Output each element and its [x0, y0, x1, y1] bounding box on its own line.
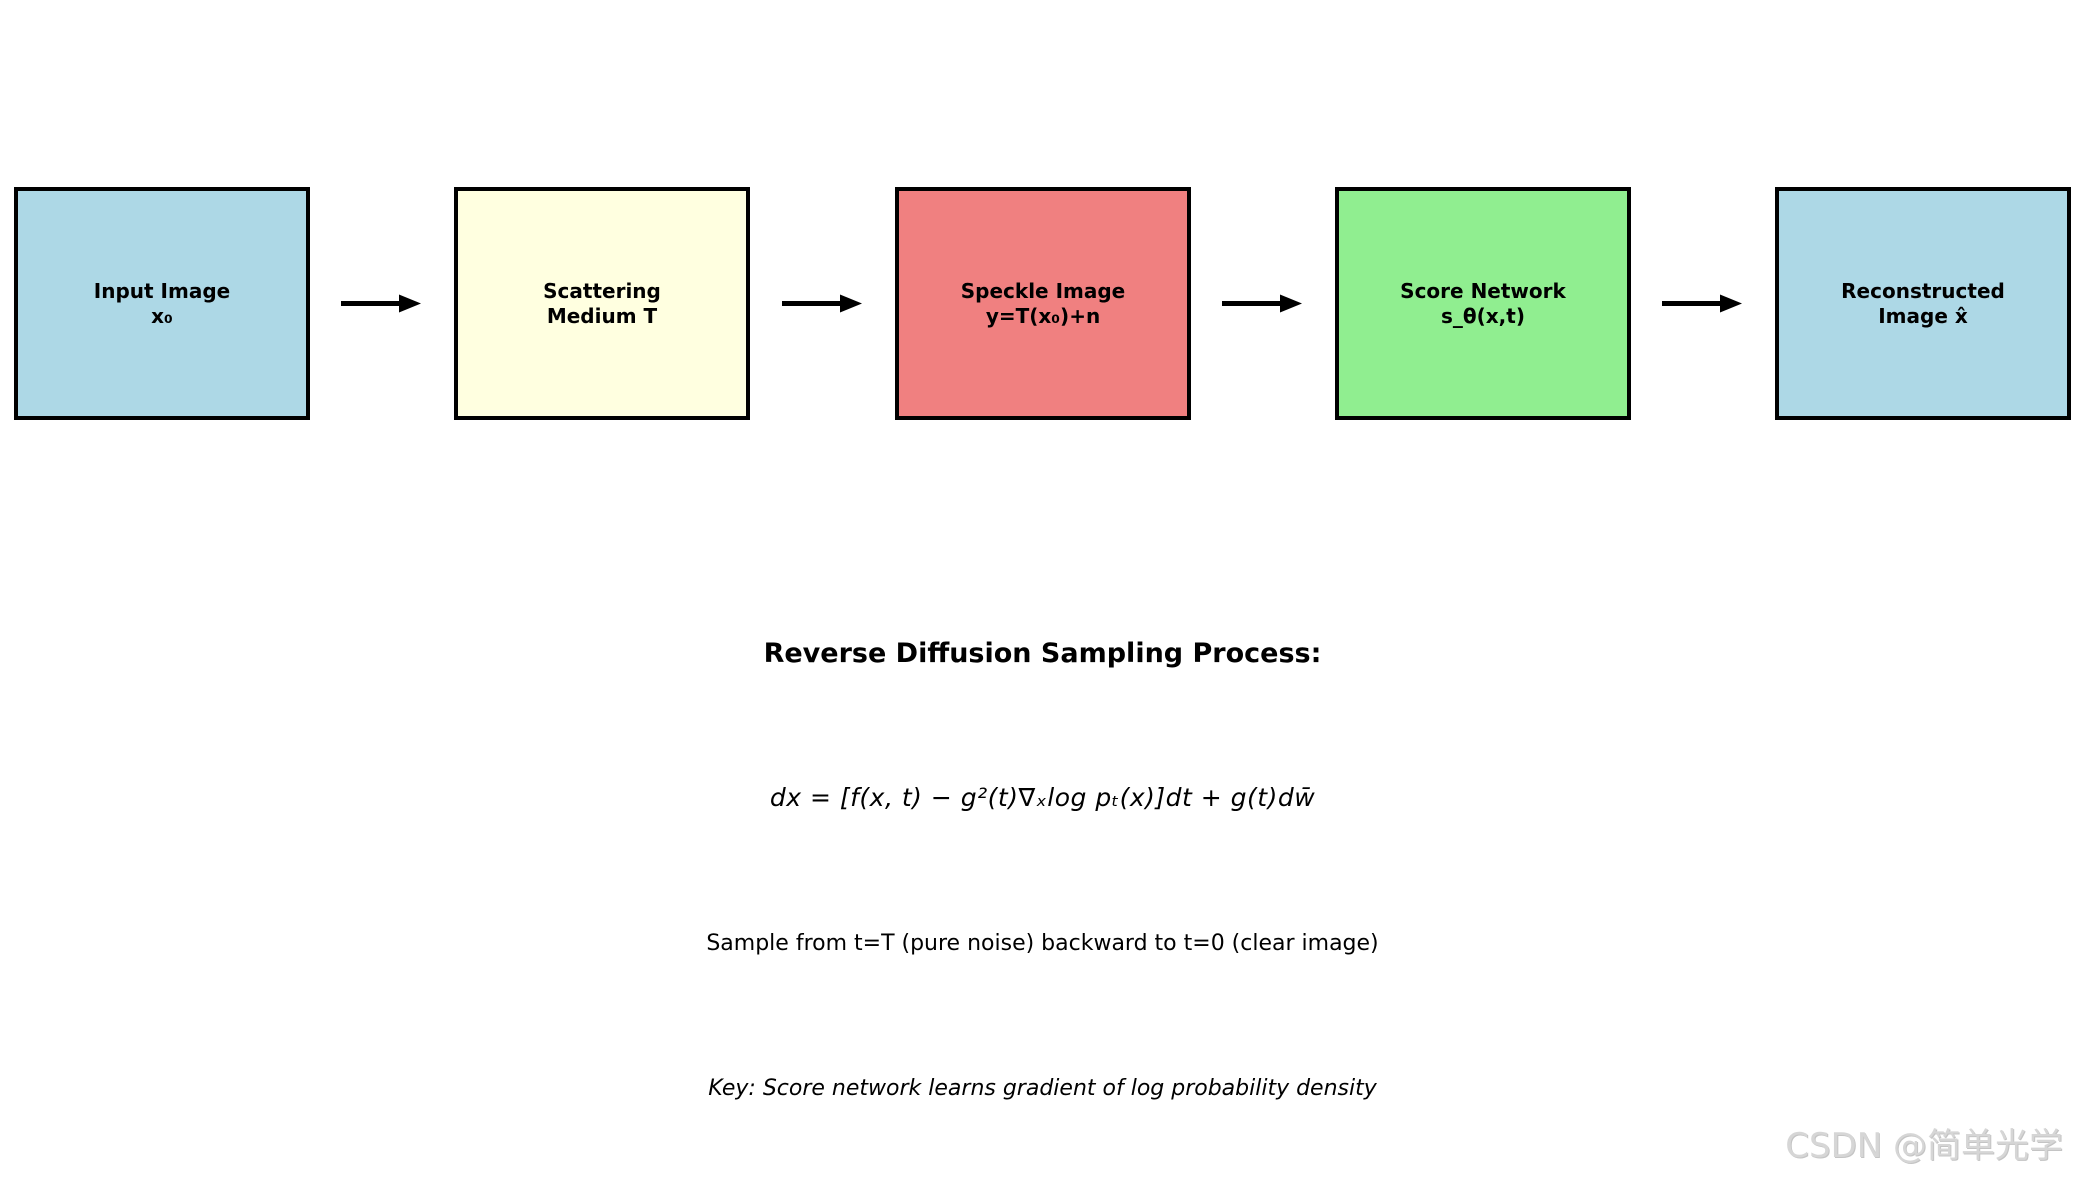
box-label-line1: Reconstructed: [1841, 278, 2005, 303]
box-label-line2: y=T(x₀)+n: [985, 303, 1101, 328]
section-title: Reverse Diffusion Sampling Process:: [763, 638, 1322, 669]
csdn-watermark: CSDN @简单光学: [1785, 1126, 2063, 1166]
box-label-line2: Image x̂: [1878, 303, 1968, 328]
key-note: Key: Score network learns gradient of lo…: [708, 1076, 1377, 1101]
sde-formula: dx = [f(x, t) − g²(t)∇ₓlog pₜ(x)]dt + g(…: [769, 783, 1316, 812]
arrow-right-icon: [341, 294, 421, 313]
arrow-right-icon: [782, 294, 862, 313]
box-label-line2: x₀: [151, 303, 173, 328]
flow-box: Reconstructed Image x̂: [1775, 187, 2071, 420]
box-label-line1: Speckle Image: [960, 278, 1126, 303]
sampling-note: Sample from t=T (pure noise) backward to…: [706, 931, 1379, 956]
box-label-line1: Scattering: [543, 278, 661, 303]
box-label-line2: s_θ(x,t): [1441, 303, 1525, 328]
flow-box: Input Image x₀: [14, 187, 310, 420]
flow-box: Score Network s_θ(x,t): [1335, 187, 1631, 420]
arrow-right-icon: [1662, 294, 1742, 313]
box-label-line1: Input Image: [93, 278, 231, 303]
arrow-right-icon: [1222, 294, 1302, 313]
box-label-line2: Medium T: [546, 303, 658, 328]
box-label-line1: Score Network: [1400, 278, 1566, 303]
flow-box: Scattering Medium T: [454, 187, 750, 420]
flow-box: Speckle Image y=T(x₀)+n: [895, 187, 1191, 420]
